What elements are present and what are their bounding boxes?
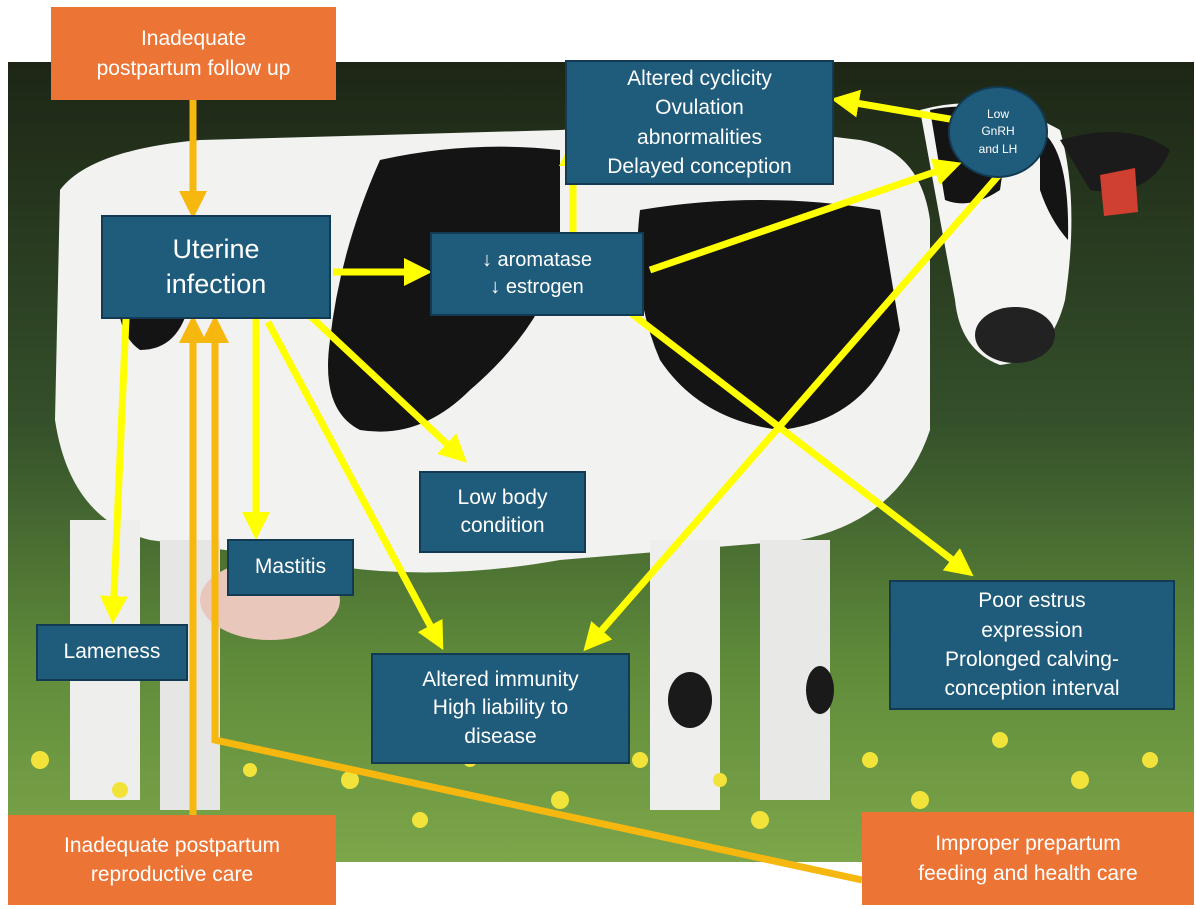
node-line: Lameness	[63, 640, 161, 664]
cause-postpartum-follow-up: Inadequate postpartum follow up	[51, 7, 336, 100]
node-line: High liability to	[432, 696, 569, 720]
arrow-aromatase-to-gnrh	[648, 158, 962, 274]
node-low-body-condition: Low body condition	[419, 471, 586, 553]
node-line: ↓ estrogen	[490, 276, 584, 298]
node-line: Low	[986, 106, 1009, 121]
cause-prepartum-feeding: Improper prepartum feeding and health ca…	[862, 812, 1194, 905]
node-line: Prolonged calving-	[945, 648, 1119, 671]
node-low-gnrh-lh: Low GnRH and LH	[948, 86, 1048, 178]
node-line: Delayed conception	[607, 154, 792, 178]
cause-line: Inadequate	[140, 27, 247, 51]
arrow-gnrh-to-immunity	[583, 165, 1008, 652]
node-line: conception interval	[944, 677, 1120, 701]
node-lameness: Lameness	[36, 624, 188, 681]
node-line: Altered immunity	[422, 667, 579, 691]
node-altered-immunity: Altered immunity High liability to disea…	[371, 653, 630, 764]
node-line: disease	[464, 724, 537, 748]
node-line: condition	[460, 514, 545, 537]
node-line: Ovulation	[655, 96, 744, 120]
node-line: GnRH	[981, 124, 1015, 139]
cause-line: feeding and health care	[918, 861, 1138, 885]
node-line: expression	[981, 618, 1083, 642]
cause-line: Improper prepartum	[935, 832, 1121, 856]
cause-line: Inadequate postpartum	[64, 833, 280, 857]
cause-line: postpartum follow up	[96, 56, 291, 80]
node-mastitis: Mastitis	[227, 539, 354, 596]
node-poor-estrus: Poor estrus expression Prolonged calving…	[889, 580, 1175, 710]
node-line: ↓ aromatase	[481, 249, 593, 271]
arrow-infection-to-body-condition	[303, 309, 468, 463]
node-line: abnormalities	[637, 125, 762, 149]
node-line: Poor estrus	[978, 589, 1086, 613]
arrow-aromatase-to-estrus	[629, 311, 974, 577]
node-line: Low body	[457, 485, 548, 509]
cause-reproductive-care: Inadequate postpartum reproductive care	[8, 815, 336, 905]
node-line: and LH	[978, 141, 1018, 156]
node-altered-cyclicity: Altered cyclicity Ovulation abnormalitie…	[565, 60, 834, 185]
node-line: Uterine	[172, 233, 260, 264]
arrow-infection-to-immunity	[264, 320, 444, 651]
node-line: Mastitis	[254, 555, 327, 579]
cause-line: reproductive care	[90, 863, 254, 886]
arrow-prepartum-to-infection	[201, 315, 863, 884]
node-aromatase-estrogen: ↓ aromatase ↓ estrogen	[430, 232, 644, 316]
node-line: infection	[165, 269, 267, 299]
node-line: Altered cyclicity	[627, 66, 772, 90]
node-uterine-infection: Uterine infection	[101, 215, 331, 319]
arrow-infection-to-lameness	[99, 295, 131, 624]
